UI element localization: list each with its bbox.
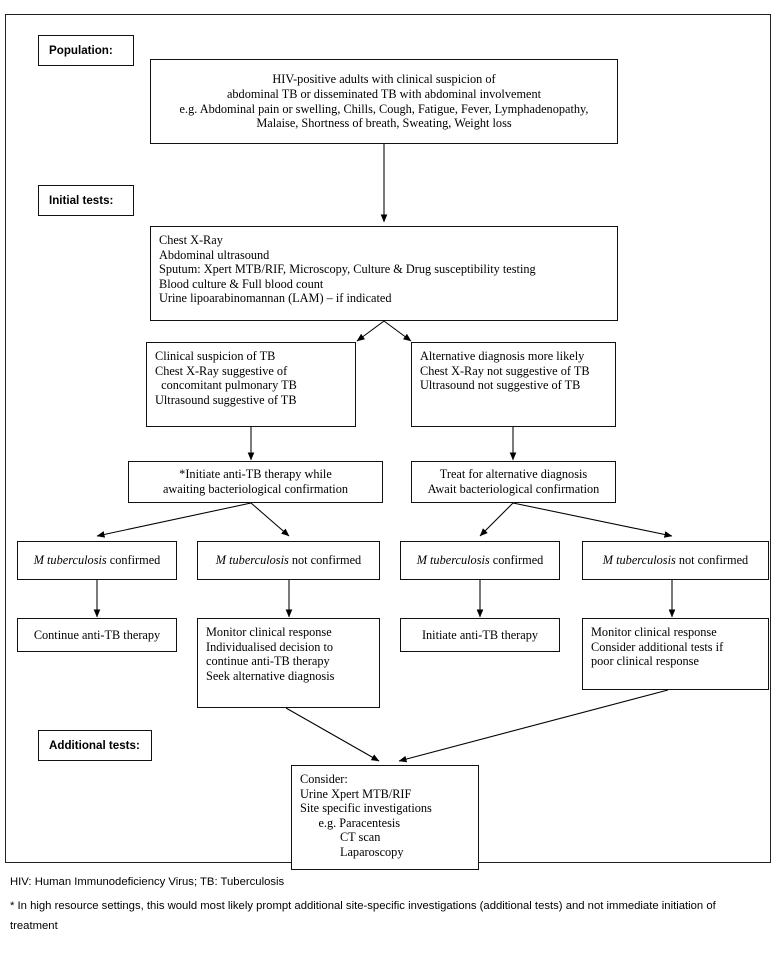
box-result-confirmed-2: M tuberculosis confirmed	[400, 541, 560, 580]
stage-label-population: Population:	[38, 35, 134, 66]
box-outcome-continue-therapy-lines: Continue anti-TB therapy	[18, 622, 176, 649]
result-suffix: confirmed	[106, 553, 161, 568]
text-line: Malaise, Shortness of breath, Sweating, …	[256, 116, 512, 131]
text-line: Await bacteriological confirmation	[427, 482, 600, 496]
text-line: Urine lipoarabinomannan (LAM) – if indic…	[159, 291, 392, 306]
organism-name: M tuberculosis	[602, 553, 676, 568]
text-line: Alternative diagnosis more likely	[420, 349, 585, 363]
box-population-lines: HIV-positive adults with clinical suspic…	[151, 66, 617, 136]
text-line: Urine Xpert MTB/RIF	[300, 786, 412, 801]
text-line: Clinical suspicion of TB	[155, 349, 276, 363]
footnote-asterisk: * In high resource settings, this would …	[10, 900, 716, 932]
text-line: Abdominal ultrasound	[159, 247, 270, 262]
text-line: continue anti-TB therapy	[206, 654, 330, 669]
box-result-confirmed-1: M tuberculosis confirmed	[17, 541, 177, 580]
footnotes: HIV: Human Immunodeficiency Virus; TB: T…	[10, 872, 767, 940]
text-line: Seek alternative diagnosis	[206, 668, 335, 683]
text-line: Consider:	[300, 772, 348, 786]
text-line: poor clinical response	[591, 654, 699, 669]
text-line: abdominal TB or disseminated TB with abd…	[226, 86, 542, 101]
text-line: Ultrasound suggestive of TB	[155, 392, 297, 407]
box-result-not-confirmed-2: M tuberculosis not confirmed	[582, 541, 769, 580]
text-line: Continue anti-TB therapy	[33, 627, 161, 642]
result-suffix: confirmed	[489, 553, 544, 568]
result-suffix: not confirmed	[675, 553, 749, 568]
text-line: Laparoscopy	[300, 844, 404, 859]
stage-label-additional-tests-text: Additional tests:	[49, 739, 140, 752]
organism-name: M tuberculosis	[416, 553, 490, 568]
stage-label-initial-tests-text: Initial tests:	[49, 194, 114, 207]
stage-label-initial-tests: Initial tests:	[38, 185, 134, 216]
text-line: CT scan	[300, 830, 381, 845]
box-result-confirmed-2-text: M tuberculosis confirmed	[401, 547, 559, 574]
text-line: Treat for alternative diagnosis	[439, 467, 588, 482]
text-line: Monitor clinical response	[206, 625, 332, 639]
text-line: Initiate anti-TB therapy	[421, 627, 539, 642]
box-outcome-continue-therapy: Continue anti-TB therapy	[17, 618, 177, 652]
text-line: Chest X-Ray not suggestive of TB	[420, 363, 590, 378]
box-result-confirmed-1-text: M tuberculosis confirmed	[18, 547, 176, 574]
text-line: HIV-positive adults with clinical suspic…	[272, 72, 496, 87]
result-suffix: not confirmed	[288, 553, 362, 568]
box-result-not-confirmed-1: M tuberculosis not confirmed	[197, 541, 380, 580]
text-line: Monitor clinical response	[591, 625, 717, 639]
text-line: e.g. Paracentesis	[300, 815, 401, 830]
organism-name: M tuberculosis	[33, 553, 107, 568]
stage-label-additional-tests: Additional tests:	[38, 730, 152, 761]
text-line: awaiting bacteriological confirmation	[162, 482, 349, 496]
text-line: Consider additional tests if	[591, 639, 724, 654]
box-outcome-initiate-therapy: Initiate anti-TB therapy	[400, 618, 560, 652]
box-result-not-confirmed-2-text: M tuberculosis not confirmed	[583, 547, 768, 574]
text-line: Blood culture & Full blood count	[159, 276, 324, 291]
stage-label-population-text: Population:	[49, 44, 113, 57]
organism-name: M tuberculosis	[215, 553, 289, 568]
text-line: Chest X-Ray	[159, 233, 223, 247]
box-result-not-confirmed-1-text: M tuberculosis not confirmed	[198, 547, 379, 574]
text-line: Chest X-Ray suggestive of	[155, 363, 288, 378]
text-line: Ultrasound not suggestive of TB	[420, 378, 581, 393]
text-line: *Initiate anti-TB therapy while	[179, 467, 332, 482]
text-line: Sputum: Xpert MTB/RIF, Microscopy, Cultu…	[159, 262, 536, 277]
box-population: HIV-positive adults with clinical suspic…	[150, 59, 618, 144]
footnote-abbreviations: HIV: Human Immunodeficiency Virus; TB: T…	[10, 876, 285, 888]
text-line: e.g. Abdominal pain or swelling, Chills,…	[179, 101, 589, 116]
text-line: concomitant pulmonary TB	[155, 378, 297, 393]
text-line: Site specific investigations	[300, 801, 432, 816]
box-outcome-initiate-therapy-lines: Initiate anti-TB therapy	[401, 622, 559, 649]
text-line: Individualised decision to	[206, 639, 334, 654]
